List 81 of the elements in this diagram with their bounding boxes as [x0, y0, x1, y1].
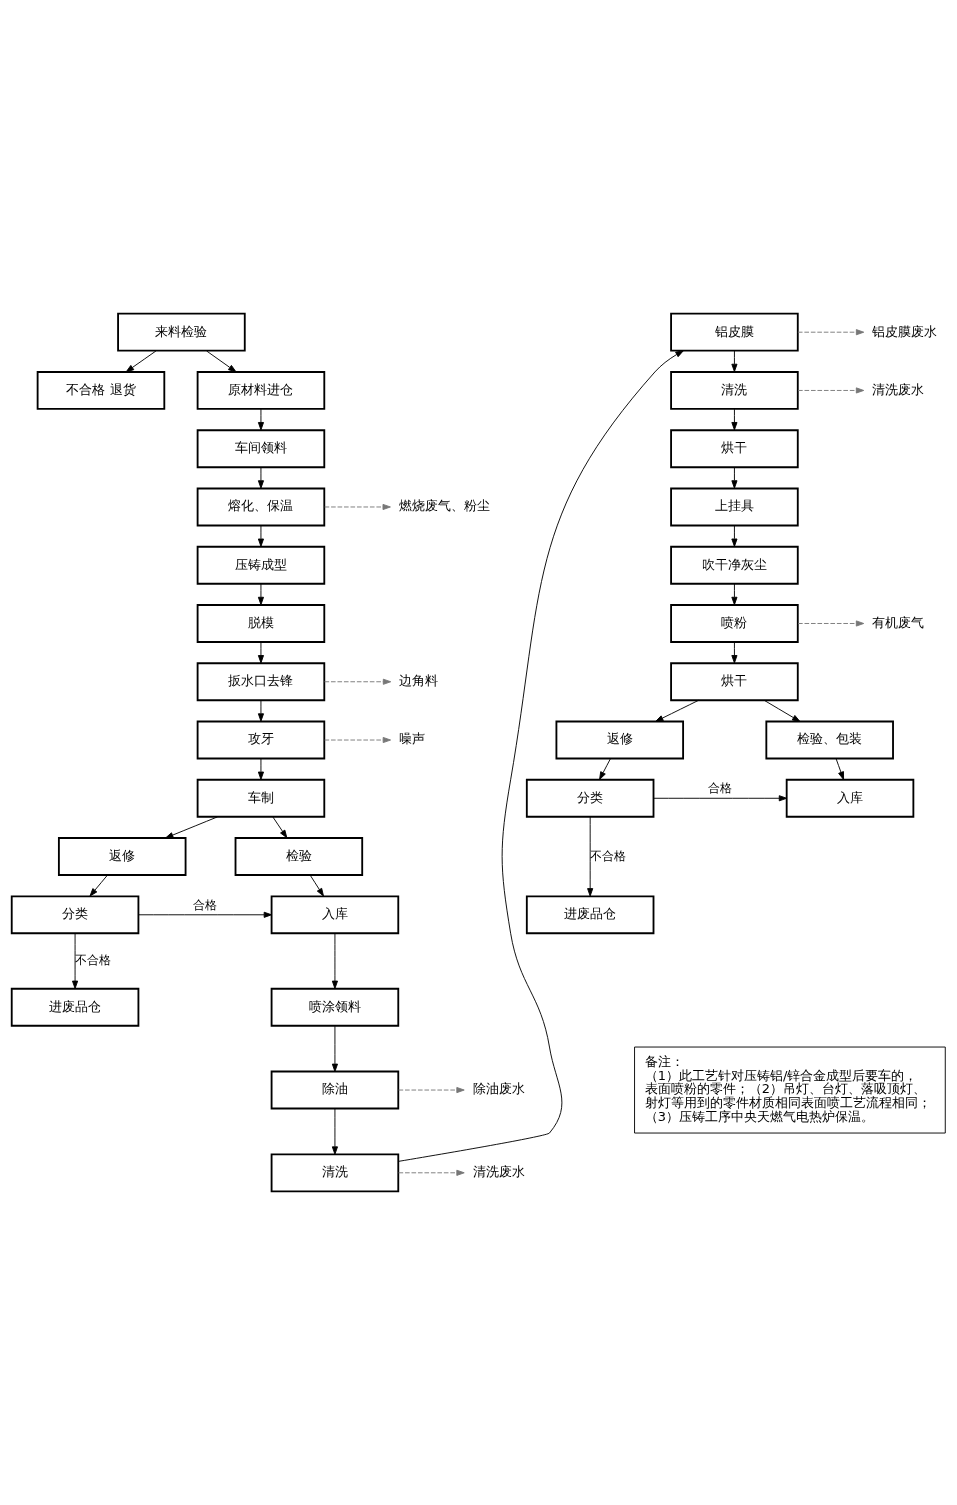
arrow	[257, 408, 264, 431]
node-text: 除油废水	[472, 1081, 525, 1097]
arrow	[731, 641, 738, 664]
arrow	[587, 816, 594, 897]
arrow	[331, 1108, 338, 1155]
node-text: 清洗废水	[472, 1164, 525, 1180]
node-box: 除油	[270, 1070, 400, 1110]
node-box: 返修	[57, 837, 187, 876]
node-text: 边角料	[398, 673, 438, 689]
node-box: 清洗	[270, 1153, 400, 1193]
arrow	[324, 503, 391, 510]
arrow	[331, 1025, 338, 1072]
arrow	[72, 933, 79, 989]
arrow	[206, 350, 237, 373]
arrow	[731, 467, 738, 489]
arrow	[324, 678, 392, 685]
node-box: 车间领料	[196, 429, 326, 469]
arrow	[324, 736, 392, 744]
arrow	[797, 387, 865, 394]
node-box: 烘干	[670, 662, 799, 702]
arrow	[331, 933, 338, 989]
arrow	[309, 874, 324, 897]
node-box: 清洗	[670, 371, 799, 410]
node-box: 进废品仓	[525, 895, 655, 935]
arrow	[797, 620, 865, 627]
node-box: 车制	[196, 778, 326, 818]
arrow	[138, 911, 273, 918]
node-text: 噪声	[398, 731, 425, 747]
arrow	[731, 408, 738, 431]
node-box: 烘干	[670, 429, 799, 469]
node-box: 检验	[234, 837, 364, 876]
edge-label: 不合格	[75, 953, 112, 968]
edge-label: 合格	[708, 781, 733, 796]
node-box: 铝皮膜	[670, 312, 799, 352]
arrow	[125, 350, 157, 373]
node-box: 入库	[785, 778, 915, 818]
node-text: 有机废气	[872, 614, 925, 630]
node-text: 铝皮膜废水	[872, 323, 938, 339]
arrow	[257, 758, 264, 780]
arrow	[835, 758, 844, 780]
node-box: 备注： （1）此工艺针对压铸铝/锌合金成型后要车的，表面喷粉的零件；（2）吊灯、台灯、落吸顶灯、射灯等用到的零件材质相同表面喷工艺流程相同；（3）压铸工序中央天燃气电热炉保温。	[634, 1046, 946, 1134]
arrow	[797, 329, 865, 336]
node-box: 原材料进仓	[196, 371, 326, 410]
node-box: 上挂具	[670, 487, 799, 527]
arrow	[272, 816, 288, 839]
arrow	[257, 467, 264, 489]
node-text: 燃烧废气、粉尘	[398, 498, 490, 514]
node-box: 入库	[270, 895, 400, 935]
node-text: 清洗废水	[872, 381, 925, 397]
arrow	[89, 874, 108, 897]
node-box: 喷粉	[670, 604, 799, 643]
node-box: 喷涂领料	[270, 987, 400, 1027]
arrow	[653, 795, 788, 802]
arrow	[257, 525, 264, 547]
arrow	[165, 816, 218, 839]
edge-label: 合格	[193, 897, 217, 912]
node-box: 进废品仓	[10, 987, 140, 1027]
node-box: 攻牙	[196, 720, 326, 760]
arrow	[257, 641, 264, 664]
arrow	[731, 525, 738, 547]
arrow	[397, 350, 684, 1162]
node-box: 扳水口去锋	[196, 662, 326, 702]
arrow	[655, 699, 699, 722]
node-box: 吹干净灰尘	[670, 545, 799, 585]
arrow	[398, 1169, 465, 1176]
arrow	[257, 583, 264, 606]
arrow	[763, 699, 801, 722]
arrow	[257, 700, 264, 722]
node-box: 压铸成型	[196, 545, 326, 585]
arrow	[731, 583, 738, 606]
arrow	[731, 350, 738, 373]
node-box: 不合格 退货	[36, 371, 166, 410]
node-box: 检验、包装	[765, 720, 894, 760]
node-box: 分类	[525, 778, 655, 818]
node-box: 分类	[10, 895, 140, 935]
arrow	[398, 1087, 465, 1094]
node-box: 返修	[555, 720, 685, 760]
node-box: 熔化、保温	[196, 487, 326, 527]
node-box: 脱模	[196, 604, 326, 643]
node-box: 来料检验	[117, 312, 246, 352]
arrow	[599, 758, 611, 780]
